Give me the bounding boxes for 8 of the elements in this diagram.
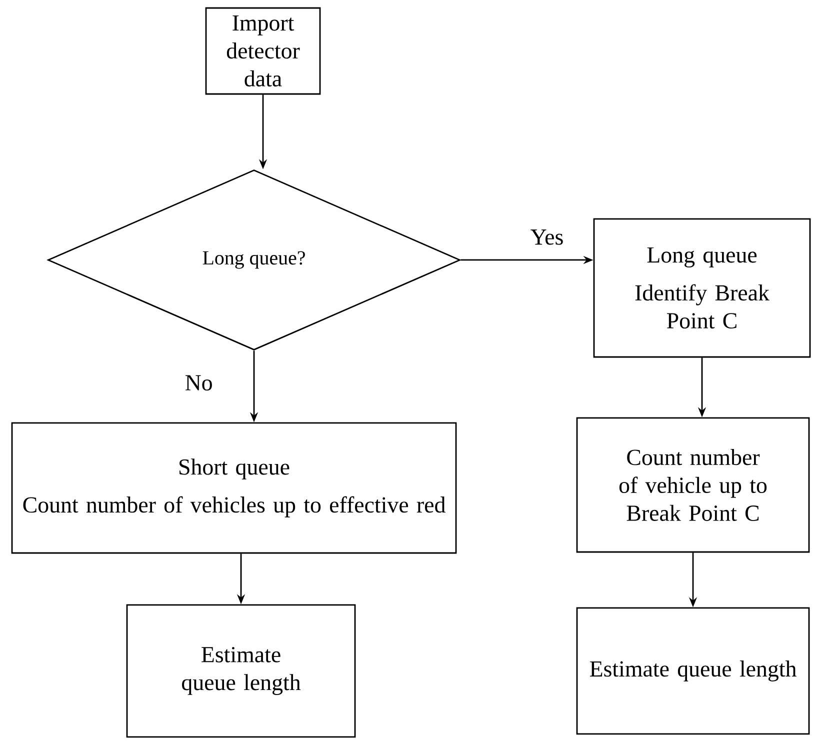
process-box: Import detector data	[205, 7, 321, 95]
edge-label: No	[184, 374, 214, 392]
edge-label: Yes	[529, 228, 565, 246]
process-box: Estimate queue length	[576, 607, 810, 735]
process-box: Short queue Count number of vehicles up to effective red	[11, 422, 457, 554]
process-box: Estimate queue length	[126, 604, 356, 738]
process-box: Count number of vehicle up to Break Point C	[576, 417, 810, 553]
process-box: Long queue Identify Break Point C	[593, 218, 811, 358]
